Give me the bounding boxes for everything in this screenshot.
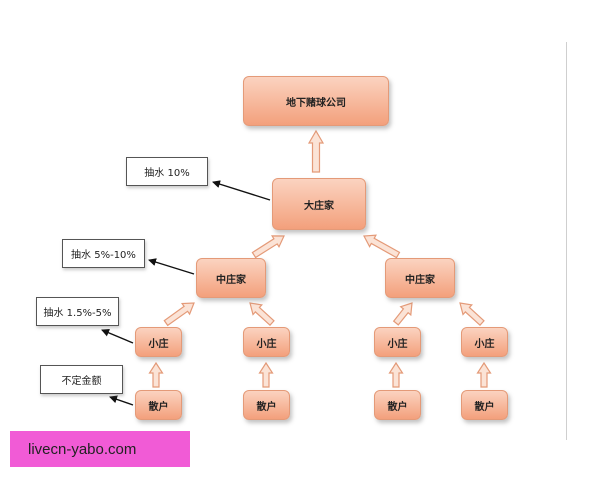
retail-amount-box: 不定金额 <box>40 365 123 394</box>
commission-mid-box: 抽水 5%-10% <box>62 239 145 268</box>
arrow-retail3-to-small3 <box>388 361 404 388</box>
pointer-mid-to-label <box>148 258 195 275</box>
small-banker-label-4: 小庄 <box>474 338 495 350</box>
retail-node-3: 散户 <box>374 390 421 420</box>
small-banker-label-1: 小庄 <box>148 338 169 350</box>
arrow-retail2-to-small2 <box>258 361 274 388</box>
watermark-text: livecn-yabo.com <box>28 440 137 458</box>
small-banker-node-1: 小庄 <box>135 327 182 357</box>
arrow-midleft-to-big <box>251 235 285 259</box>
arrow-big-to-company <box>307 129 325 173</box>
company-label: 地下赌球公司 <box>286 97 346 109</box>
small-banker-label-2: 小庄 <box>256 338 277 350</box>
retail-node-1: 散户 <box>135 390 182 420</box>
retail-label-2: 散户 <box>256 401 277 413</box>
arrow-small4-to-midright <box>459 302 485 327</box>
commission-big-box: 抽水 10% <box>126 157 208 186</box>
small-banker-node-2: 小庄 <box>243 327 290 357</box>
mid-banker-left-label: 中庄家 <box>216 274 246 286</box>
retail-node-4: 散户 <box>461 390 508 420</box>
retail-label-4: 散户 <box>474 401 495 413</box>
arrow-small1-to-midleft <box>163 302 195 327</box>
small-banker-label-3: 小庄 <box>387 338 408 350</box>
arrow-retail4-to-small4 <box>476 361 492 388</box>
retail-label-3: 散户 <box>387 401 408 413</box>
pointer-big-to-label <box>212 180 271 201</box>
big-banker-label: 大庄家 <box>304 200 334 212</box>
company-node: 地下赌球公司 <box>243 76 389 126</box>
arrow-small3-to-midright <box>392 302 413 326</box>
mid-banker-right-label: 中庄家 <box>405 274 435 286</box>
retail-label-1: 散户 <box>148 401 169 413</box>
commission-mid-text: 抽水 5%-10% <box>71 250 136 261</box>
mid-banker-right-node: 中庄家 <box>385 258 455 298</box>
small-banker-node-4: 小庄 <box>461 327 508 357</box>
watermark-banner: livecn-yabo.com <box>10 431 190 467</box>
pointer-small-to-label <box>101 329 134 344</box>
vertical-divider <box>566 42 567 440</box>
commission-small-text: 抽水 1.5%-5% <box>43 308 112 319</box>
arrow-small2-to-midleft <box>249 302 275 327</box>
big-banker-node: 大庄家 <box>272 178 366 230</box>
commission-small-box: 抽水 1.5%-5% <box>36 297 119 326</box>
commission-big-text: 抽水 10% <box>144 168 190 179</box>
pointer-retail-to-label <box>109 395 134 406</box>
arrow-retail1-to-small1 <box>148 361 164 388</box>
mid-banker-left-node: 中庄家 <box>196 258 266 298</box>
arrow-midright-to-big <box>363 234 401 259</box>
retail-node-2: 散户 <box>243 390 290 420</box>
small-banker-node-3: 小庄 <box>374 327 421 357</box>
retail-amount-text: 不定金额 <box>61 376 102 387</box>
